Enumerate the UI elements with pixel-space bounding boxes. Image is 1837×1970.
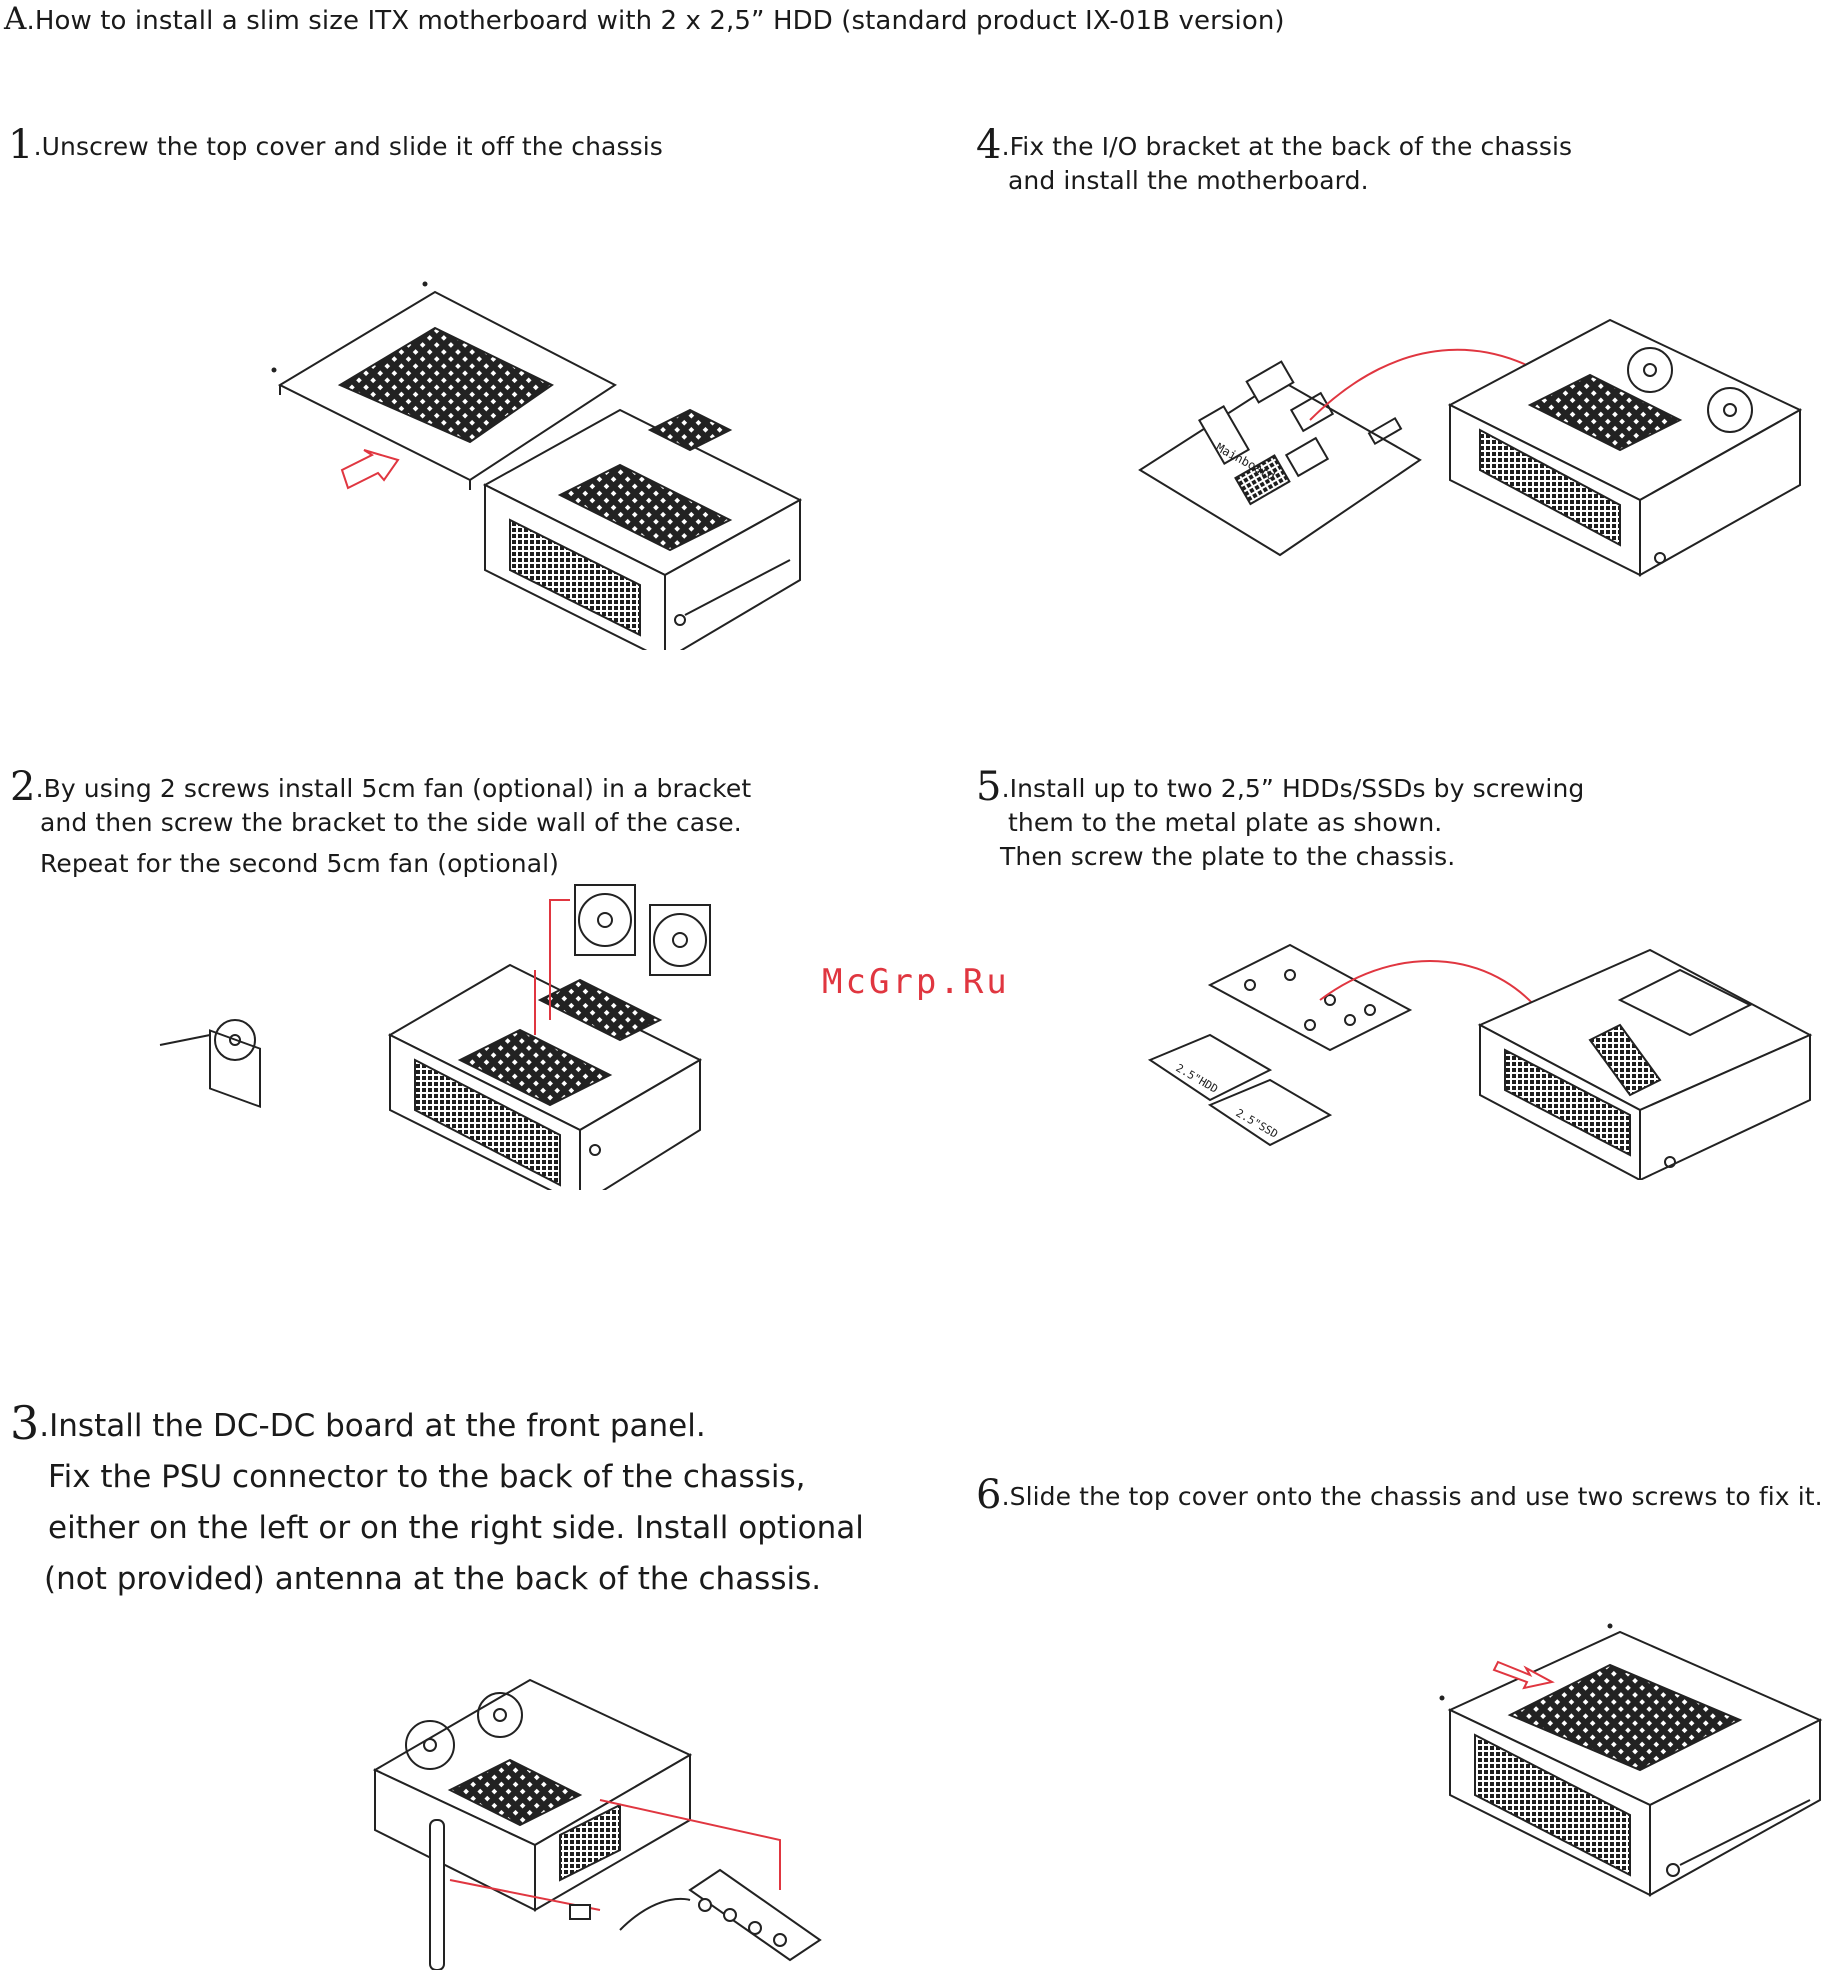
step-5-caption: 5.Install up to two 2,5” HDDs/SSDs by sc… <box>976 767 1585 874</box>
document-title: A.How to install a slim size ITX motherb… <box>4 2 1285 38</box>
step-6-illustration <box>1439 1623 1823 1897</box>
step-line: and then screw the bracket to the side w… <box>40 808 742 837</box>
step-line: Then screw the plate to the chassis. <box>1000 842 1456 871</box>
screw-icon <box>1439 1695 1445 1701</box>
step-number: 5 <box>976 764 1002 810</box>
screw-icon <box>422 281 428 287</box>
antenna-icon <box>429 1819 445 1970</box>
step-1-caption: 1.Unscrew the top cover and slide it off… <box>8 125 663 165</box>
step-line: Fix the PSU connector to the back of the… <box>48 1459 806 1495</box>
step-line: (not provided) antenna at the back of th… <box>44 1561 822 1597</box>
step-2-caption: 2.By using 2 screws install 5cm fan (opt… <box>10 767 752 881</box>
side-vents <box>1474 1733 1631 1877</box>
fan-1-icon <box>574 884 636 956</box>
step-2-illustration <box>159 884 711 1190</box>
step-line: either on the left or on the right side.… <box>48 1510 864 1546</box>
step-line: .Install the DC-DC board at the front pa… <box>39 1408 706 1444</box>
step-line: .Slide the top cover onto the chassis an… <box>1001 1482 1823 1511</box>
step-number: 6 <box>976 1472 1002 1518</box>
hdd-drive <box>1147 1033 1273 1102</box>
step-line: .Fix the I/O bracket at the back of the … <box>1001 132 1573 161</box>
slide-arrow-icon <box>340 449 400 490</box>
screw-icon <box>271 367 277 373</box>
section-letter: A <box>4 1 27 37</box>
step-line: Repeat for the second 5cm fan (optional) <box>40 849 560 878</box>
slide-arrow-icon <box>1492 1660 1555 1690</box>
step-number: 3 <box>10 1396 40 1450</box>
step-number: 2 <box>10 764 36 810</box>
step-line: .Install up to two 2,5” HDDs/SSDs by scr… <box>1001 774 1585 803</box>
side-vents <box>509 518 641 637</box>
step-1-illustration <box>271 281 803 650</box>
ssd-drive <box>1207 1078 1333 1147</box>
cover-mesh <box>337 326 554 444</box>
cover-mesh <box>1507 1663 1743 1772</box>
step-4-illustration: Mainboard <box>1138 318 1803 577</box>
step-5-illustration: 2.5"HDD 2.5"SSD <box>1147 943 1813 1180</box>
watermark: McGrp.Ru <box>822 962 1010 1002</box>
step-6-caption: 6.Slide the top cover onto the chassis a… <box>976 1475 1823 1515</box>
step-3-caption: 3.Install the DC-DC board at the front p… <box>10 1398 864 1605</box>
section-title-text: .How to install a slim size ITX motherbo… <box>26 6 1285 36</box>
step-line: and install the motherboard. <box>1008 166 1369 195</box>
screw-icon <box>1607 1623 1613 1629</box>
step-line: .By using 2 screws install 5cm fan (opti… <box>35 774 752 803</box>
step-3-illustration <box>372 1678 822 1970</box>
step-line: them to the metal plate as shown. <box>1008 808 1443 837</box>
metal-plate <box>1207 943 1413 1052</box>
fan-2-icon <box>649 904 711 976</box>
psu-connector <box>569 1904 591 1920</box>
step-4-caption: 4.Fix the I/O bracket at the back of the… <box>976 125 1573 198</box>
step-number: 4 <box>976 122 1002 168</box>
step-number: 1 <box>8 122 34 168</box>
step-line: .Unscrew the top cover and slide it off … <box>33 132 663 161</box>
dc-dc-board <box>688 1868 822 1962</box>
small-fan-icon <box>159 1019 261 1109</box>
